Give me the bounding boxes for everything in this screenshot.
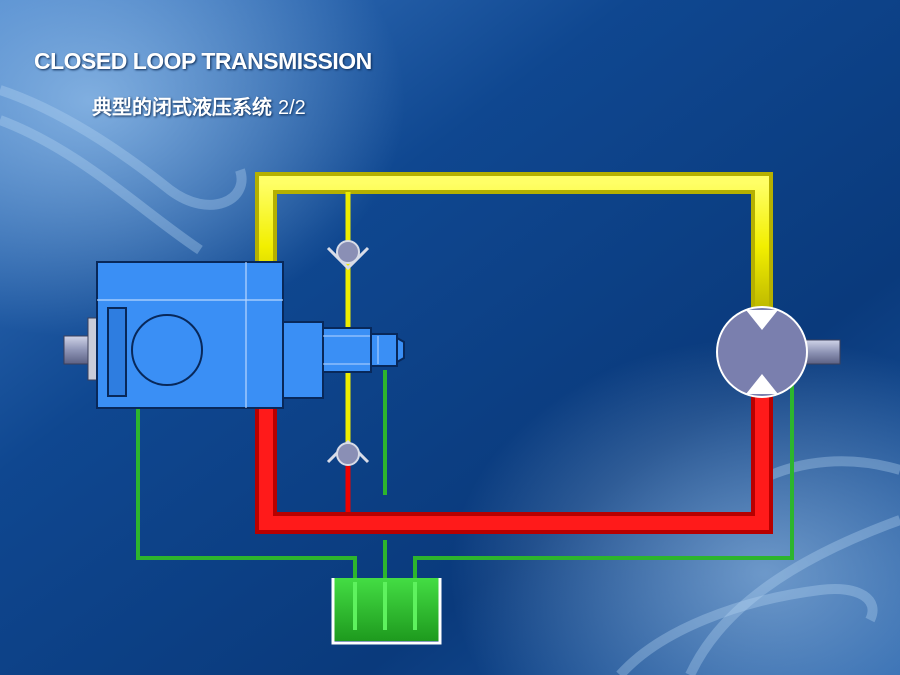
charge-pump-body xyxy=(322,327,372,373)
check-valve-bottom xyxy=(326,439,370,466)
check-valve-top xyxy=(326,240,370,271)
page-indicator: 2/2 xyxy=(278,97,306,119)
charge-pump-nose xyxy=(370,333,398,367)
high-pressure-loop xyxy=(255,172,773,445)
motor-outlet-arrow xyxy=(746,374,778,394)
check-valve-icon xyxy=(336,240,360,264)
charge-pump-housing xyxy=(282,321,324,399)
motor xyxy=(716,306,841,398)
pump xyxy=(63,261,405,409)
motor-inlet-arrow xyxy=(746,310,778,330)
check-valve-icon xyxy=(336,442,360,466)
subtitle-text: 典型的闭式液压系统 xyxy=(92,95,272,119)
reservoir-tank xyxy=(331,578,442,645)
low-pressure-loop xyxy=(255,395,773,534)
pump-rotor-icon xyxy=(131,314,203,386)
slide-subtitle: 典型的闭式液压系统 2/2 xyxy=(92,91,306,120)
hydraulic-motor-icon xyxy=(716,306,808,398)
decorative-swirls xyxy=(0,85,900,675)
slide-title: CLOSED LOOP TRANSMISSION xyxy=(34,48,372,74)
swashplate-control xyxy=(107,307,127,397)
